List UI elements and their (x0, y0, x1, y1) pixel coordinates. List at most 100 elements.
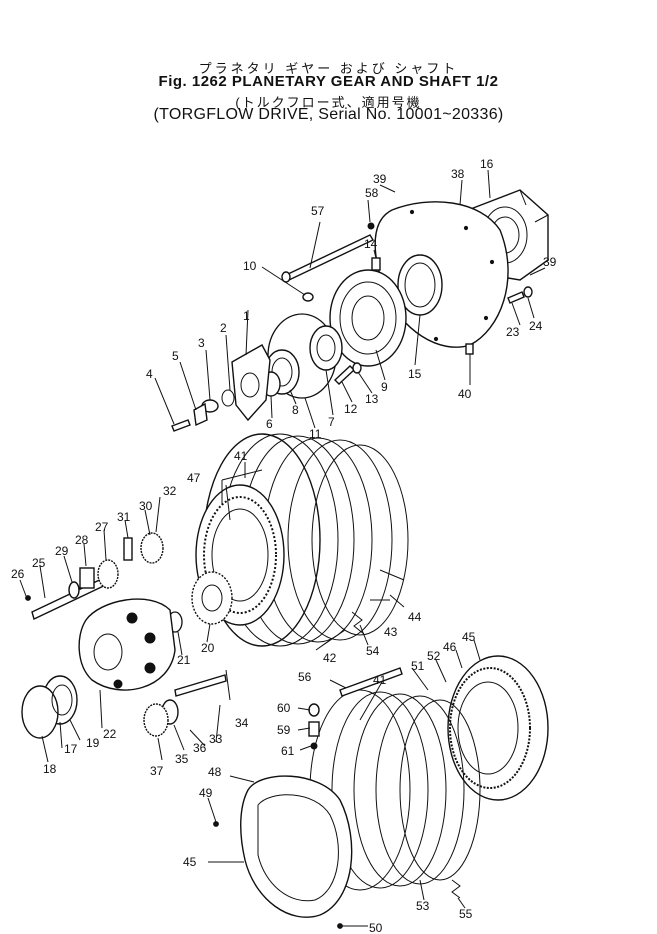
part-7-bearing (309, 325, 343, 371)
part-label: 9 (381, 380, 388, 394)
part-label: 5 (172, 349, 179, 363)
part-54-spring (351, 611, 365, 635)
part-label: 40 (458, 387, 472, 401)
part-56-bolt (339, 667, 403, 697)
part-label: 45 (462, 630, 476, 644)
part-label: 29 (55, 544, 69, 558)
part-label: 39 (373, 172, 387, 186)
part-61-ball (310, 742, 318, 750)
part-label: 36 (193, 741, 207, 755)
part-label: 48 (208, 765, 222, 779)
subtitle-serial-range: (TORGFLOW DRIVE, Serial No. 10001~20336) (153, 106, 504, 123)
part-label: 50 (369, 921, 383, 934)
part-1-cover (231, 344, 271, 422)
part-label: 20 (201, 641, 215, 655)
part-9-flange (329, 269, 407, 367)
part-label: 61 (281, 744, 295, 758)
part-label: 24 (529, 319, 543, 333)
part-label: 46 (443, 640, 457, 654)
part-label: 59 (277, 723, 291, 737)
part-50-pin (337, 923, 343, 929)
part-46-ring-gear (447, 655, 549, 801)
part-label: 26 (11, 567, 25, 581)
part-label: 18 (43, 762, 57, 776)
part-label: 12 (344, 402, 358, 416)
clutch-pack-lower (309, 689, 481, 891)
part-label: 16 (480, 157, 494, 171)
leader-lines (19, 169, 546, 927)
part-55-spring (451, 879, 461, 899)
part-label: 2 (220, 321, 227, 335)
part-label: 15 (408, 367, 422, 381)
part-26-ball (25, 595, 31, 601)
part-29-washer (68, 581, 80, 599)
subtitle-japanese: (トルクフロー式、適用号機 (235, 95, 422, 110)
part-label: 41 (234, 449, 248, 463)
part-30-planet-gear (140, 532, 164, 564)
part-label: 47 (187, 471, 201, 485)
part-label: 17 (64, 742, 78, 756)
part-label: 35 (175, 752, 189, 766)
title-figure: Fig. 1262 PLANETARY GEAR AND SHAFT 1/2 (158, 73, 499, 90)
part-label: 21 (177, 653, 191, 667)
part-label: 7 (328, 415, 335, 429)
part-14-screw (371, 257, 381, 271)
part-59-spring (308, 721, 320, 737)
part-10-pin (302, 292, 314, 302)
part-label: 13 (365, 392, 379, 406)
part-label: 31 (117, 510, 131, 524)
part-label: 1 (243, 309, 250, 323)
part-60-plug (308, 703, 320, 717)
part-label: 34 (235, 716, 249, 730)
part-28-bearing (79, 567, 95, 589)
part-label: 55 (459, 907, 473, 921)
part-5-lock-plate (193, 402, 208, 427)
part-label: 30 (139, 499, 153, 513)
part-label: 51 (411, 659, 425, 673)
part-label: 39 (543, 255, 557, 269)
part-label: 14 (364, 237, 378, 251)
part-48-housing (240, 775, 353, 918)
part-27-planet-gear (97, 559, 119, 589)
part-58-plug (367, 222, 375, 230)
part-label: 37 (150, 764, 164, 778)
part-label: 57 (311, 204, 325, 218)
part-label: 25 (32, 556, 46, 570)
part-19-bearing (51, 684, 73, 716)
part-label: 23 (506, 325, 520, 339)
part-label: 60 (277, 701, 291, 715)
part-23-bolt (507, 291, 525, 304)
part-label: 52 (427, 649, 441, 663)
part-number-labels: 1 2 3 4 5 6 7 8 9 10 11 12 13 14 15 16 1… (11, 157, 557, 934)
part-label: 45 (183, 855, 197, 869)
part-label: 8 (292, 403, 299, 417)
part-label: 28 (75, 533, 89, 547)
part-label: 22 (103, 727, 117, 741)
part-22-carrier (78, 598, 176, 691)
part-label: 41 (373, 673, 387, 687)
part-label: 4 (146, 367, 153, 381)
part-49-pin (213, 821, 219, 827)
part-2-o-ring (221, 389, 235, 407)
part-label: 10 (243, 259, 257, 273)
part-4-bolt (171, 419, 191, 432)
part-12-bolt (333, 365, 356, 385)
part-31-shaft (123, 537, 133, 561)
part-label: 38 (451, 167, 465, 181)
part-label: 43 (384, 625, 398, 639)
part-label: 3 (198, 336, 205, 350)
part-label: 44 (408, 610, 422, 624)
part-20-sun-gear (191, 571, 233, 625)
part-33-shaft (174, 674, 227, 697)
part-label: 54 (366, 644, 380, 658)
part-label: 42 (323, 651, 337, 665)
part-40-pin (465, 343, 474, 355)
part-15-ring (397, 254, 443, 316)
part-57-bolt (281, 234, 374, 283)
part-label: 32 (163, 484, 177, 498)
part-37-planet-gear (143, 703, 169, 737)
part-label: 33 (209, 732, 223, 746)
title-japanese: プラネタリ ギヤー および シャフト (198, 61, 459, 76)
